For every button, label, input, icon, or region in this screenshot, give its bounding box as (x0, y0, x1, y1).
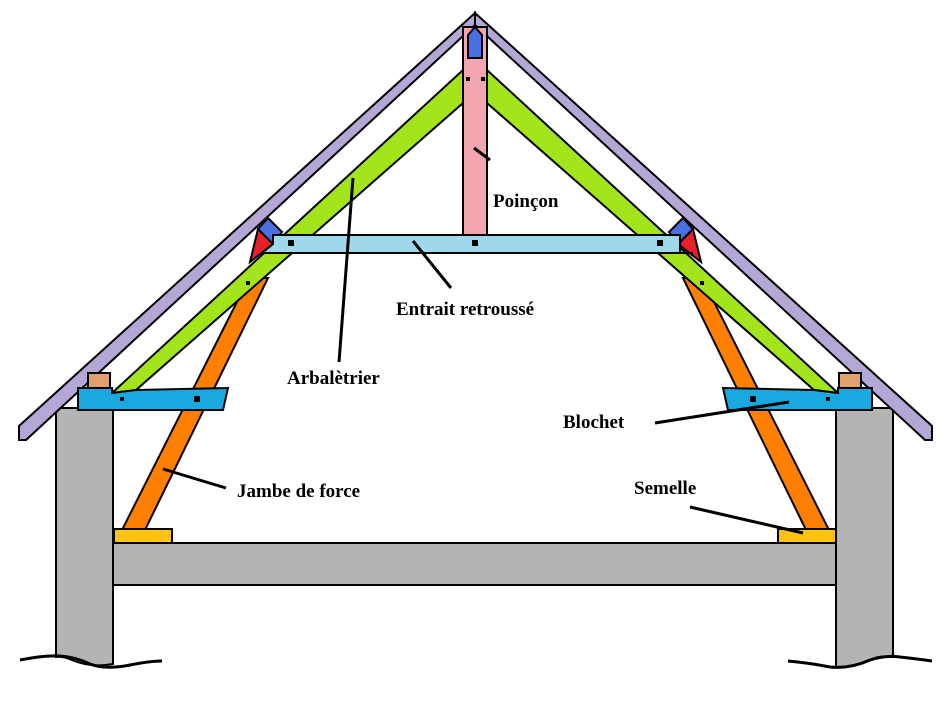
arbaletrier-left (109, 67, 464, 395)
peg (481, 77, 485, 81)
blochet-right (721, 386, 873, 411)
pegs (120, 77, 830, 402)
poincon (462, 26, 488, 236)
label-entrait-retrousse: Entrait retroussé (396, 299, 534, 320)
leader-blochet (654, 400, 790, 425)
label-semelle: Semelle (634, 478, 696, 499)
leader-poincon (473, 146, 491, 162)
peg (194, 396, 200, 402)
masonry-structure (19, 407, 933, 669)
leader-arbaletrier (337, 177, 355, 363)
rafter-right (474, 10, 933, 441)
semelle-right (777, 528, 837, 544)
arbaletrier-right (486, 67, 841, 395)
label-blochet: Blochet (563, 412, 625, 433)
roof-rafters (18, 10, 933, 441)
peg (750, 396, 756, 402)
floor-slab (112, 542, 837, 586)
peg (466, 77, 470, 81)
sabliere-left (87, 372, 111, 389)
wall-left (55, 407, 114, 667)
leader-jambe (162, 467, 227, 490)
peg (657, 240, 663, 246)
semelle-left (113, 528, 173, 544)
ground-line-right (787, 654, 933, 669)
label-poincon: Poinçon (493, 191, 559, 212)
peg (472, 240, 478, 246)
peg (288, 240, 294, 246)
leader-semelle (689, 505, 804, 535)
peg (246, 281, 250, 285)
peg (120, 397, 124, 401)
blochet-left (77, 386, 230, 411)
leader-lines (162, 146, 804, 535)
peg (826, 397, 830, 401)
wall-right (835, 407, 894, 669)
peg (700, 281, 704, 285)
label-jambe-de-force: Jambe de force (237, 481, 360, 502)
sabliere-right (838, 372, 862, 389)
label-arbaletrier: Arbalètrier (287, 368, 380, 389)
leader-entrait (411, 240, 453, 289)
poincon-cap (467, 25, 483, 59)
ground-line-left (19, 654, 163, 669)
